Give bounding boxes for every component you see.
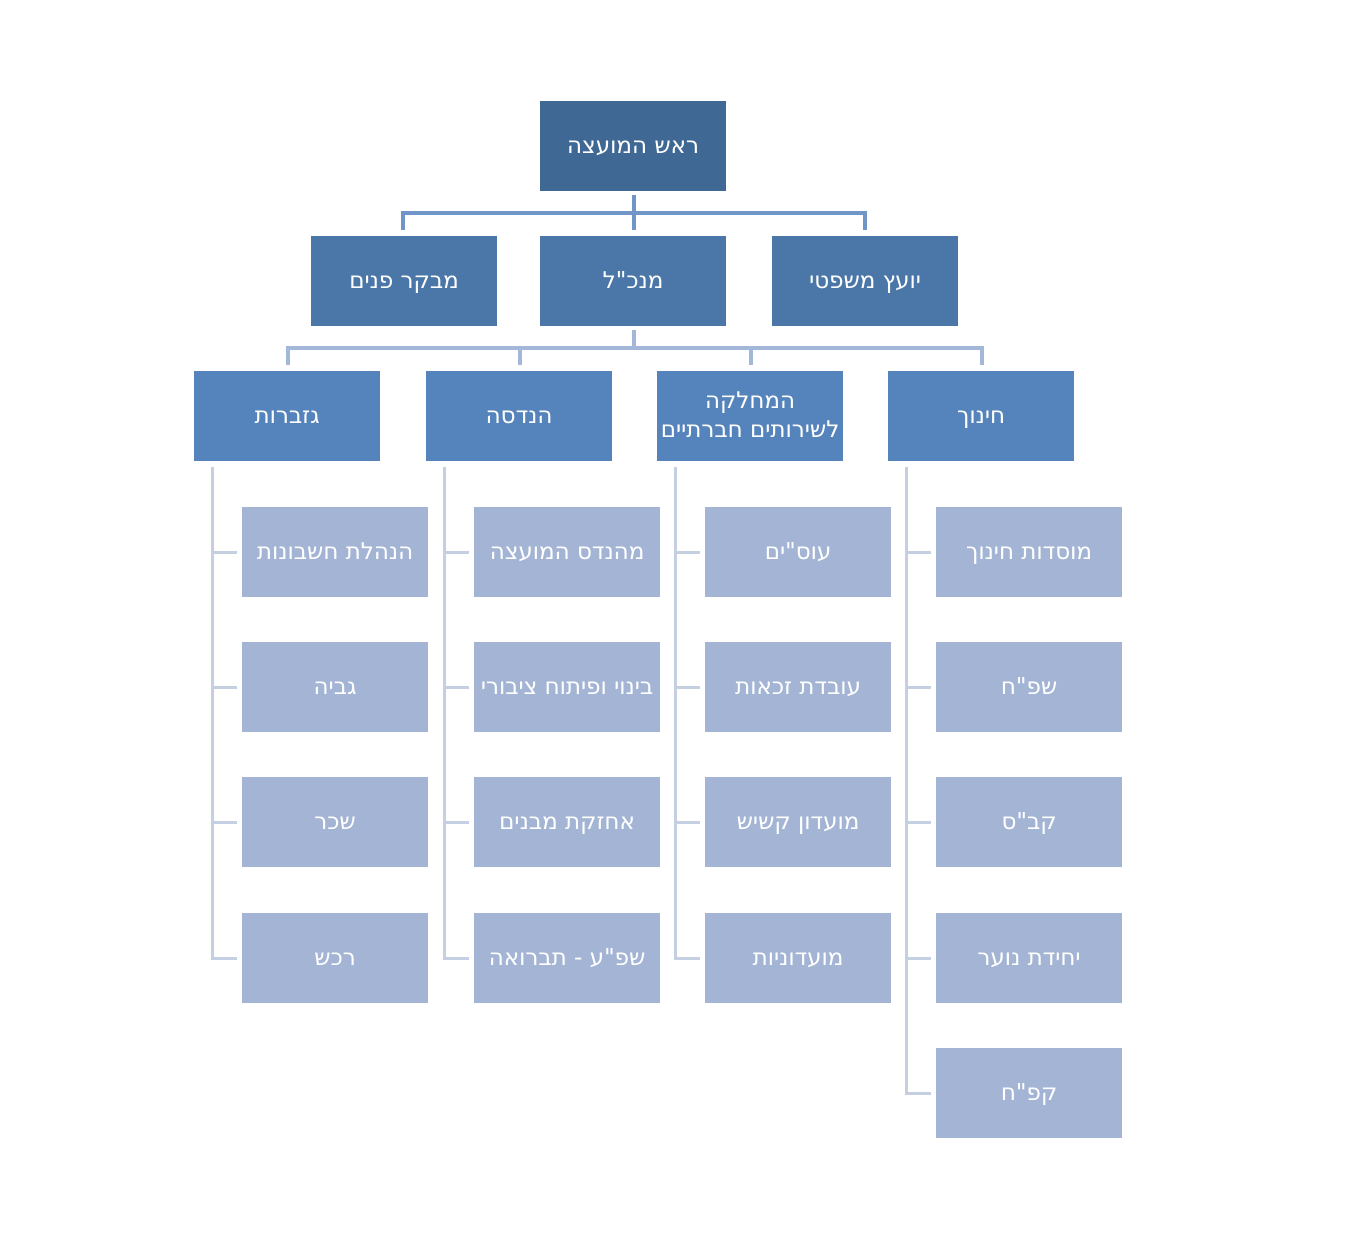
unit-box: אחזקת מבנים: [474, 777, 660, 867]
unit-connector-tick: [211, 821, 237, 824]
unit-box-label: יחידת נוער: [977, 944, 1081, 971]
unit-box: שפ"ח: [936, 642, 1122, 732]
unit-box-label: קפ"ח: [1000, 1079, 1058, 1106]
unit-box-label: אחזקת מבנים: [499, 808, 635, 835]
unit-box-label: עובדת זכאות: [735, 673, 861, 700]
department-box-label: גזברות: [254, 402, 320, 429]
unit-connector-tick: [905, 1092, 931, 1095]
dept-connector-drop: [286, 346, 290, 365]
unit-box: רכש: [242, 913, 428, 1003]
unit-box: מועדון קשיש: [705, 777, 891, 867]
unit-box-label: שפ"ח: [1000, 673, 1058, 700]
unit-box: מהנדס המועצה: [474, 507, 660, 597]
unit-box-label: עוס"ים: [764, 538, 832, 565]
unit-connector-tick: [443, 686, 469, 689]
unit-box: גביה: [242, 642, 428, 732]
department-box-label: חינוך: [957, 402, 1005, 429]
department-box: הנדסה: [426, 371, 612, 461]
staff-connector-drop: [401, 211, 405, 230]
unit-box-label: מוסדות חינוך: [965, 538, 1093, 565]
unit-connector-trunk: [674, 467, 677, 960]
unit-connector-tick: [443, 551, 469, 554]
dept-connector-bar: [286, 346, 982, 350]
dept-connector-drop: [980, 346, 984, 365]
unit-connector-tick: [905, 551, 931, 554]
unit-box-label: שכר: [314, 808, 356, 835]
unit-connector-tick: [674, 686, 700, 689]
unit-connector-trunk: [905, 467, 908, 1095]
unit-box: הנהלת חשבונות: [242, 507, 428, 597]
department-box-label: הנדסה: [485, 402, 553, 429]
staff-box: יועץ משפטי: [772, 236, 958, 326]
unit-connector-tick: [211, 686, 237, 689]
unit-connector-tick: [443, 821, 469, 824]
unit-box: שכר: [242, 777, 428, 867]
unit-box-label: הנהלת חשבונות: [256, 538, 414, 565]
unit-box-label: מועדון קשיש: [736, 808, 860, 835]
unit-box-label: גביה: [313, 673, 357, 700]
unit-connector-tick: [674, 551, 700, 554]
staff-box-label: מנכ"ל: [602, 267, 664, 294]
unit-box-label: קב"ס: [1001, 808, 1057, 835]
unit-connector-tick: [443, 957, 469, 960]
department-box-label: המחלקה לשירותים חברתיים: [660, 388, 840, 443]
unit-connector-tick: [905, 821, 931, 824]
dept-connector-drop: [749, 346, 753, 365]
staff-connector-drop: [863, 211, 867, 230]
staff-connector-drop: [632, 211, 636, 230]
unit-box-label: מועדוניות: [752, 944, 844, 971]
unit-box: עובדת זכאות: [705, 642, 891, 732]
unit-box: בינוי ופיתוח ציבורי: [474, 642, 660, 732]
unit-connector-trunk: [443, 467, 446, 960]
department-box: המחלקה לשירותים חברתיים: [657, 371, 843, 461]
unit-connector-tick: [905, 957, 931, 960]
staff-box-label: יועץ משפטי: [809, 267, 921, 294]
department-box: חינוך: [888, 371, 1074, 461]
root-box-head-of-council: ראש המועצה: [540, 101, 726, 191]
unit-box: קב"ס: [936, 777, 1122, 867]
unit-box: קפ"ח: [936, 1048, 1122, 1138]
unit-box: מוסדות חינוך: [936, 507, 1122, 597]
staff-box: מבקר פנים: [311, 236, 497, 326]
unit-box-label: שפ"ע - תברואה: [488, 944, 646, 971]
dept-connector-stem: [632, 330, 636, 350]
unit-connector-tick: [674, 821, 700, 824]
unit-box: יחידת נוער: [936, 913, 1122, 1003]
unit-box-label: בינוי ופיתוח ציבורי: [480, 673, 654, 700]
staff-box-label: מבקר פנים: [349, 267, 459, 294]
unit-connector-tick: [905, 686, 931, 689]
unit-box: שפ"ע - תברואה: [474, 913, 660, 1003]
staff-box: מנכ"ל: [540, 236, 726, 326]
unit-connector-tick: [211, 551, 237, 554]
dept-connector-drop: [518, 346, 522, 365]
root-label: ראש המועצה: [567, 132, 699, 159]
unit-connector-tick: [211, 957, 237, 960]
department-box: גזברות: [194, 371, 380, 461]
unit-connector-tick: [674, 957, 700, 960]
unit-box: מועדוניות: [705, 913, 891, 1003]
unit-box-label: מהנדס המועצה: [489, 538, 645, 565]
unit-box-label: רכש: [314, 944, 356, 971]
unit-connector-trunk: [211, 467, 214, 960]
unit-box: עוס"ים: [705, 507, 891, 597]
